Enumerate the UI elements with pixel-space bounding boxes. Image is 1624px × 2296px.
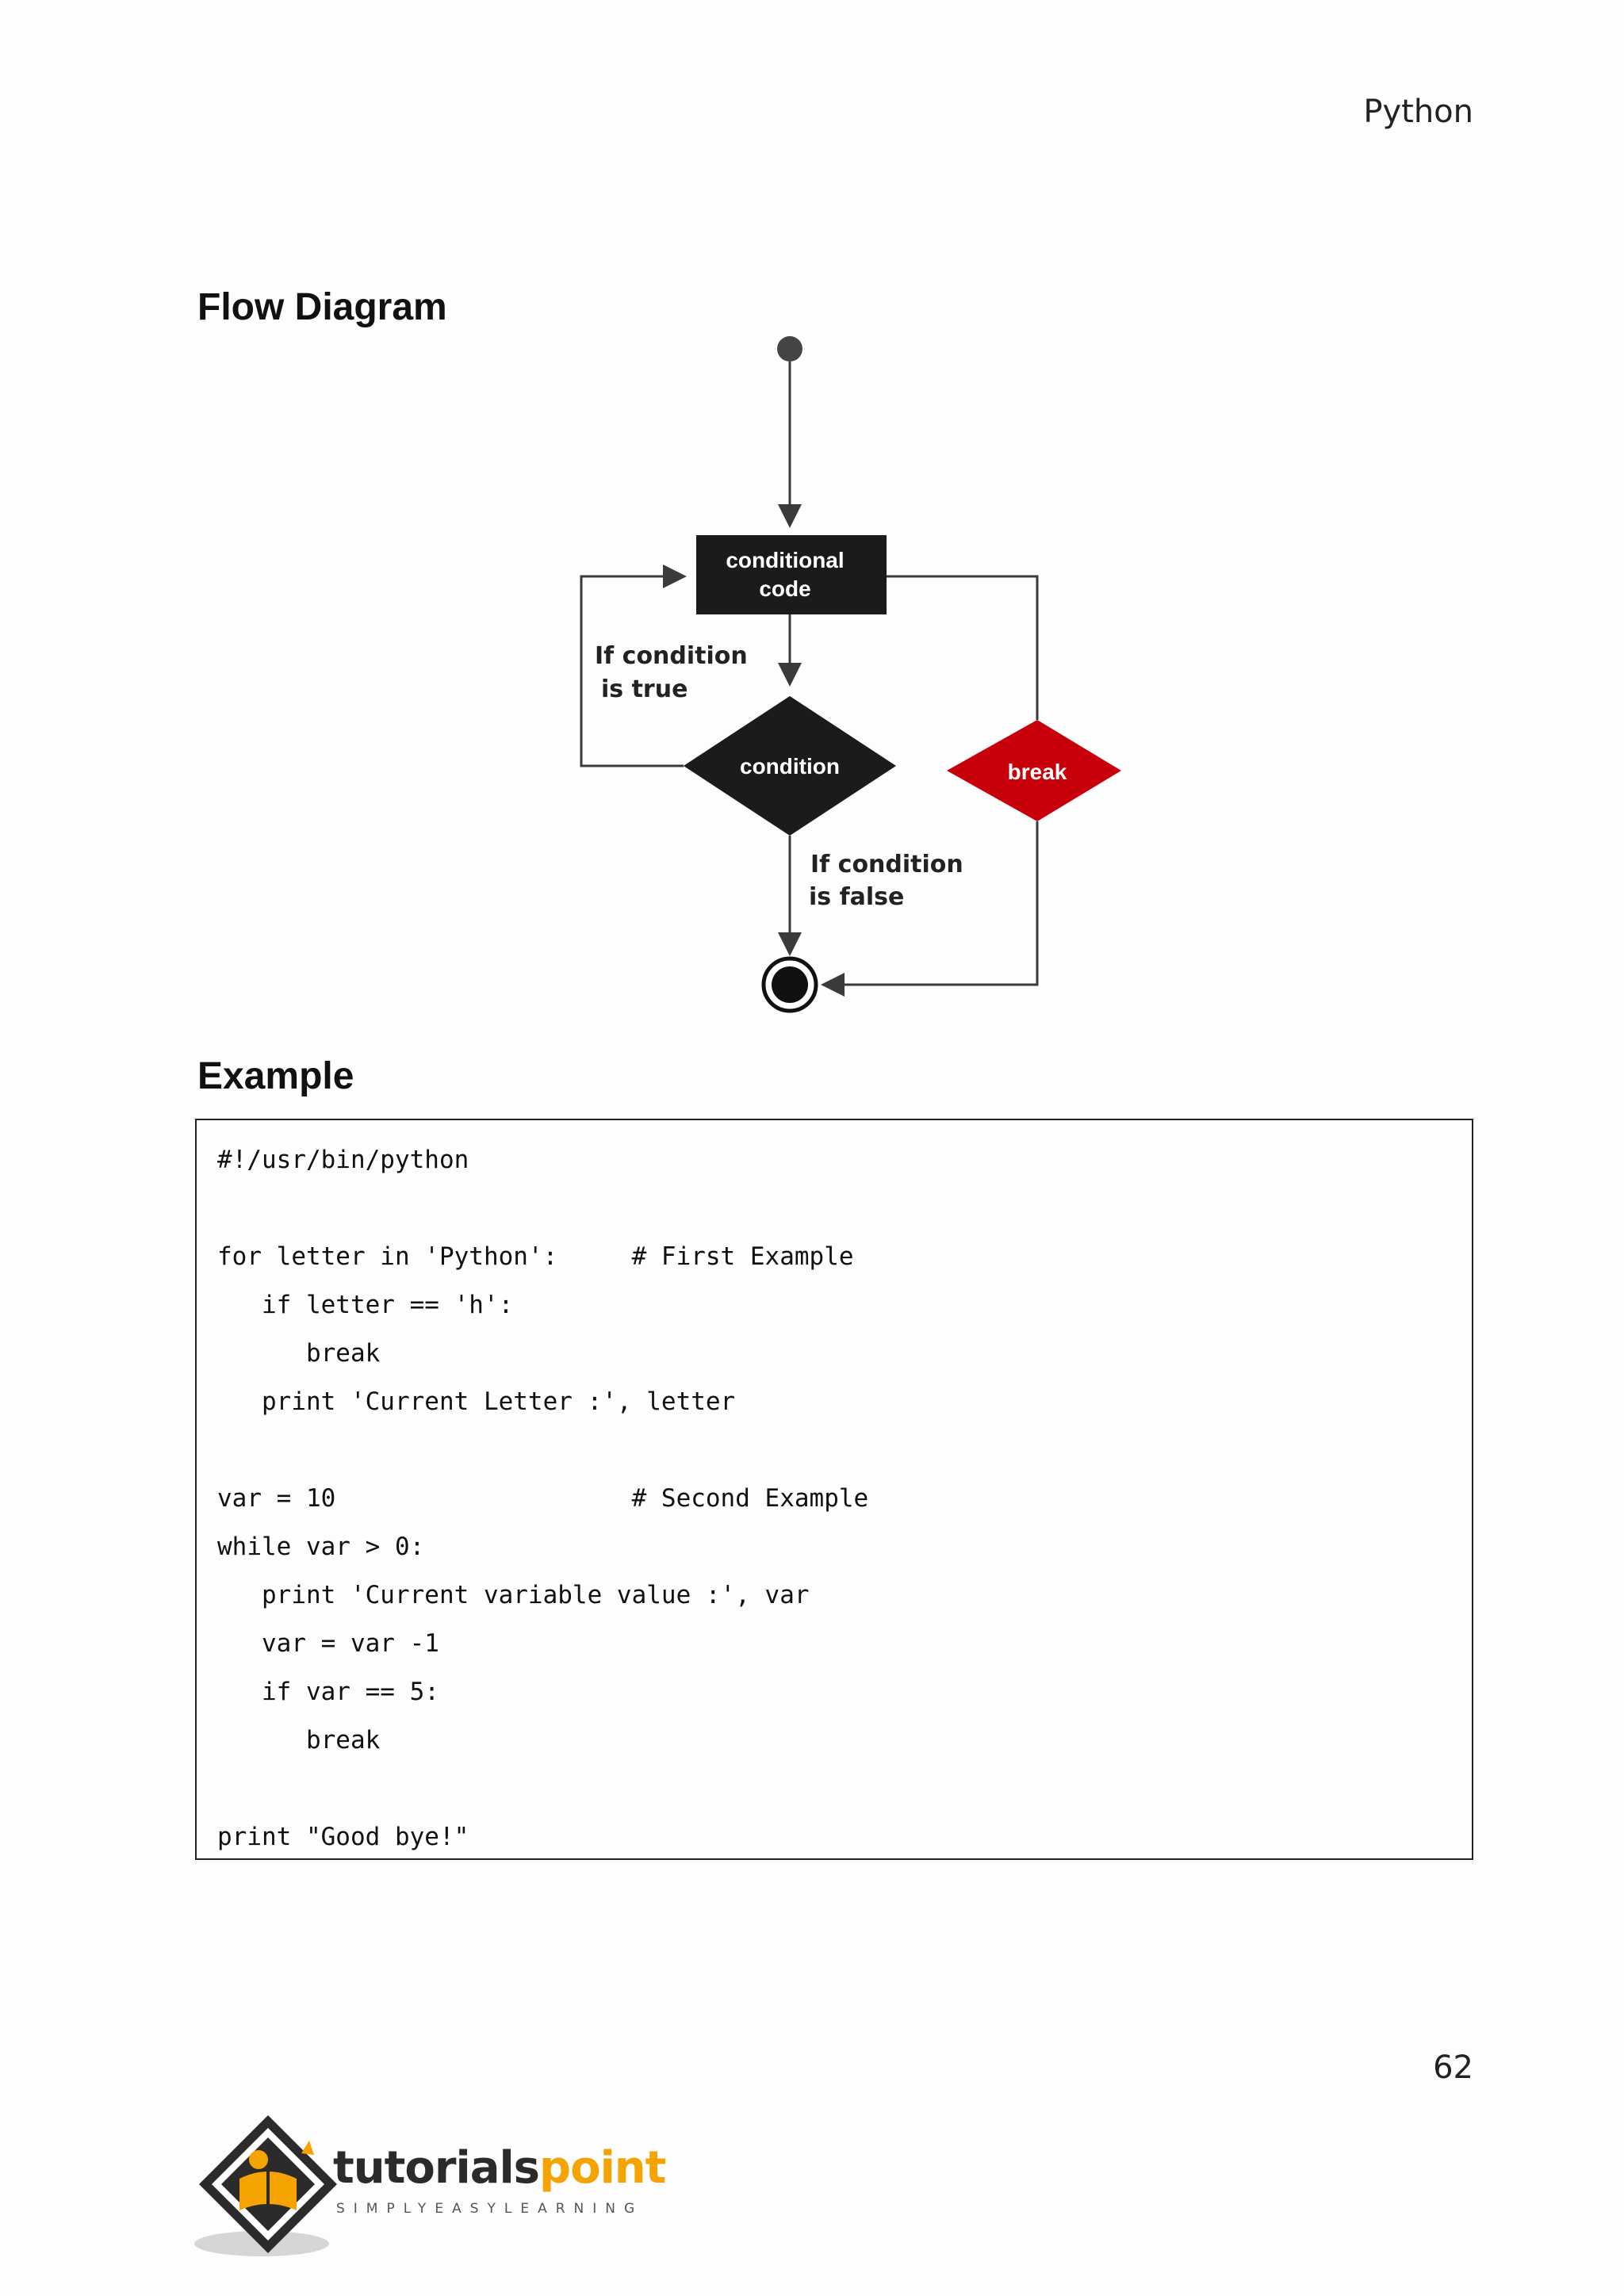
code-line: print 'Current Letter :', letter [217, 1387, 736, 1416]
true-label-line1: If condition [595, 642, 748, 670]
code-line: for letter in 'Python': # First Example [217, 1242, 854, 1271]
page-header-label: Python [1363, 94, 1473, 130]
logo-emblem-icon [194, 2115, 337, 2256]
tutorialspoint-logo: tutorialspoint SIMPLYEASYLEARNING [190, 2109, 682, 2267]
code-line: #!/usr/bin/python [217, 1146, 469, 1174]
conditional-code-line2: code [759, 576, 810, 601]
code-line: if letter == 'h': [217, 1291, 514, 1319]
break-diamond [947, 720, 1121, 821]
code-line: break [217, 1726, 381, 1755]
code-line: print "Good bye!" [217, 1823, 469, 1851]
code-line [217, 1426, 1472, 1475]
code-line: var = 10 # Second Example [217, 1484, 869, 1513]
flow-diagram-heading: Flow Diagram [197, 286, 447, 328]
example-heading: Example [197, 1055, 354, 1097]
false-label-line2: is false [809, 883, 904, 911]
conditional-code-box [696, 535, 887, 614]
condition-diamond [684, 696, 896, 836]
code-line [217, 1765, 1472, 1813]
code-line: while var > 0: [217, 1533, 425, 1561]
code-line: if var == 5: [217, 1678, 439, 1706]
code-block: #!/usr/bin/python for letter in 'Python'… [195, 1119, 1473, 1860]
false-label-line1: If condition [810, 851, 963, 878]
page-number: 62 [1433, 2049, 1473, 2086]
code-line [217, 1184, 1472, 1233]
logo-wordmark: tutorialspoint [333, 2142, 666, 2194]
conditional-code-line1: conditional [726, 548, 844, 572]
flow-diagram: conditional code condition If condition … [580, 336, 1121, 1013]
logo-word-point: point [539, 2142, 666, 2194]
break-to-end-arrow [821, 821, 1039, 997]
logo-word-tutorials: tutorials [333, 2142, 540, 2194]
box-to-break-line [887, 575, 1039, 720]
code-line: var = var -1 [217, 1629, 439, 1658]
true-label-line2: is true [601, 675, 688, 703]
start-node [777, 336, 802, 362]
code-line: break [217, 1339, 381, 1368]
true-loop-arrow [580, 564, 687, 767]
break-label: break [1008, 760, 1067, 784]
end-node [772, 966, 808, 1003]
code-line: print 'Current variable value :', var [217, 1581, 810, 1609]
logo-tagline: SIMPLYEASYLEARNING [336, 2201, 644, 2217]
condition-label: condition [740, 754, 840, 779]
